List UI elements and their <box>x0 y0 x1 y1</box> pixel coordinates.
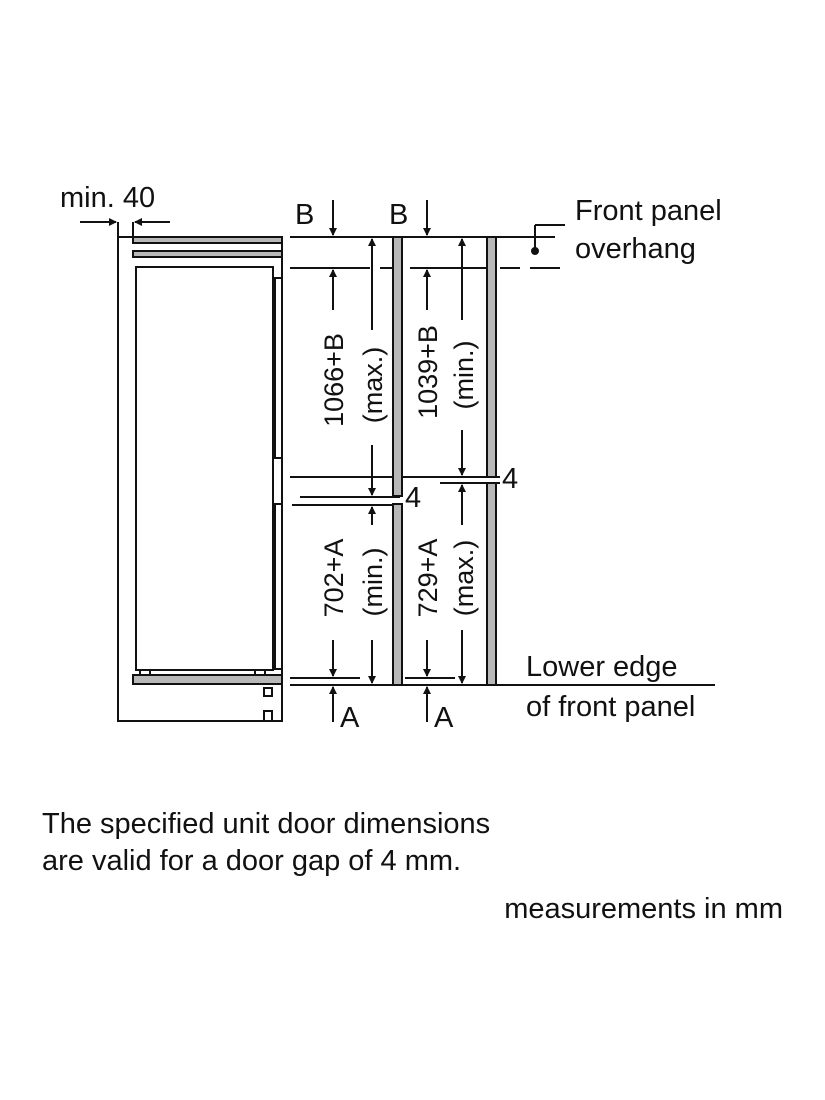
note-line-1: The specified unit door dimensions <box>42 808 491 840</box>
front-panel-lower-1 <box>392 503 403 686</box>
top-strip-2 <box>132 250 283 258</box>
overhang-label: overhang <box>575 233 696 265</box>
gap-label-2: 4 <box>502 463 518 495</box>
front-panel-lower-2 <box>486 482 497 686</box>
units-note: measurements in mm <box>504 893 783 925</box>
a-label-2: A <box>434 702 454 734</box>
min-clearance-label: min. 40 <box>60 182 155 214</box>
appliance-body <box>135 266 274 671</box>
upper-right-qualifier: (min.) <box>449 341 479 410</box>
door-edge-lower <box>274 503 283 670</box>
vent-square <box>263 687 273 697</box>
lower-right-dimension: 729+A <box>413 539 443 618</box>
bottom-strip <box>132 674 283 685</box>
lower-left-qualifier: (min.) <box>358 548 388 617</box>
lower-left-dimension: 702+A <box>319 539 349 618</box>
front-panel-upper-2 <box>486 236 497 478</box>
upper-left-qualifier: (max.) <box>358 347 388 424</box>
b-label-1: B <box>295 199 314 231</box>
a-label-1: A <box>340 702 360 734</box>
door-edge-upper <box>274 277 283 459</box>
cabinet-outline <box>117 236 283 722</box>
upper-left-dimension: 1066+B <box>319 333 349 427</box>
front-panel-upper-1 <box>392 236 403 497</box>
top-strip-1 <box>132 236 283 244</box>
front-panel-lower-label: of front panel <box>526 691 695 723</box>
b-label-2: B <box>389 199 408 231</box>
lower-edge-label: Lower edge <box>526 651 678 683</box>
upper-right-dimension: 1039+B <box>413 325 443 419</box>
note-line-2: are valid for a door gap of 4 mm. <box>42 845 462 877</box>
vent-square <box>263 710 273 722</box>
front-panel-label: Front panel <box>575 195 722 227</box>
lower-right-qualifier: (max.) <box>449 540 479 617</box>
gap-label-1: 4 <box>405 482 421 514</box>
